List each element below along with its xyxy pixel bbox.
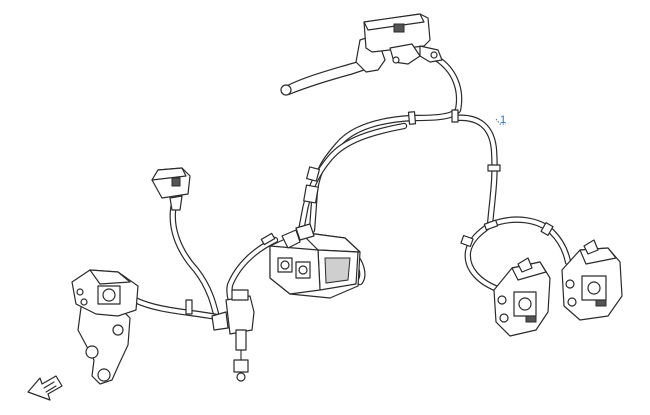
callout-brake-system: 1 — [495, 114, 506, 126]
front-master-cylinder — [280, 13, 443, 96]
front-left-brake-caliper — [493, 257, 551, 337]
front-right-brake-caliper — [561, 239, 623, 321]
abs-modulator-unit — [269, 223, 361, 299]
rear-fluid-reservoir — [151, 167, 191, 211]
front-direction-arrow-icon — [27, 375, 63, 401]
rear-brake-caliper — [71, 269, 139, 385]
callout-label: 1 — [500, 114, 506, 126]
rear-master-cylinder — [211, 289, 255, 382]
hose-clips — [185, 109, 554, 315]
